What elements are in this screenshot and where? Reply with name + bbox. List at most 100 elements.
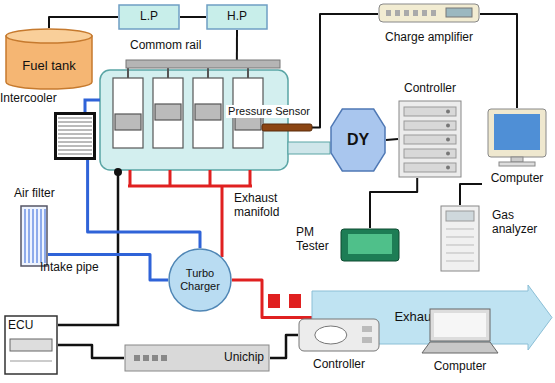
controller-button (362, 326, 372, 332)
unichip-led (152, 355, 158, 361)
node-label: ECU (8, 319, 33, 333)
amplifier-knob (413, 10, 418, 16)
injector (207, 68, 209, 78)
monitor-stand (511, 157, 523, 162)
filter-pleat (37, 209, 38, 263)
connector-line (180, 16, 206, 18)
node-label: Computer (410, 360, 510, 374)
filter-pleat (29, 209, 30, 263)
controller-dial (315, 326, 347, 344)
ecu-box: ECU (4, 315, 58, 375)
cooler-fin (58, 138, 92, 139)
module-knob (446, 110, 450, 114)
intercooler: Intercooler (54, 112, 96, 160)
analyzer-vent (446, 245, 474, 246)
node-label: Unichip (224, 351, 264, 365)
pump-box: H.P (206, 4, 268, 30)
turbo-outline (169, 249, 231, 311)
cooler-fin (58, 154, 92, 155)
amplifier-display (446, 8, 472, 17)
rail-bar (126, 60, 280, 68)
controller-case (299, 319, 379, 351)
filter-frame (21, 206, 47, 266)
cabinet-module (404, 149, 456, 158)
monitor-case (488, 109, 546, 157)
ecu-case (5, 316, 57, 374)
cooler-fin (58, 142, 92, 143)
connector-line (480, 14, 517, 108)
tank-body (6, 36, 92, 89)
analyzer-vent (446, 261, 474, 262)
cooler-fin (58, 118, 92, 119)
node-label: Charge amplifier (385, 31, 473, 45)
gas-analyzer: Gas analyzer (440, 205, 480, 272)
node-label: Intercooler (0, 92, 57, 106)
node-shape (126, 60, 280, 68)
pm-face (348, 234, 392, 254)
node-label: Controller (378, 82, 482, 96)
cooler-fin (58, 134, 92, 135)
cooler-fin (58, 126, 92, 127)
filter-pleat (33, 209, 34, 263)
pipe-joint (289, 294, 301, 308)
laptop-lid (430, 309, 490, 341)
box-outline (207, 5, 267, 29)
connector-line (58, 345, 124, 358)
connector-line (88, 160, 200, 248)
engine-block (100, 70, 288, 170)
pipe-joint (268, 294, 280, 308)
analyzer-vent (446, 253, 474, 254)
node-shape (54, 112, 96, 160)
intake-pipe (85, 100, 100, 112)
unichip-box: Unichip (124, 344, 270, 372)
node-shape (20, 205, 48, 267)
connector-line (270, 335, 298, 358)
tank-top (6, 29, 92, 43)
cabinet-module (404, 121, 456, 130)
cylinder (193, 78, 223, 148)
analyzer-display (446, 211, 474, 221)
analyzer-case (441, 206, 479, 271)
turbo-charger: Turbo Charger (168, 248, 232, 312)
cylinder (153, 78, 183, 148)
injector (167, 68, 169, 78)
box-outline (119, 5, 179, 29)
sensor-dot (114, 168, 122, 176)
node-shape (398, 100, 462, 178)
part-label: Exhaust manifold (234, 192, 298, 220)
node-label: Computer (491, 172, 544, 186)
pm-tester: PM Tester (340, 228, 400, 262)
node-label: Controller (298, 358, 380, 372)
unichip-led (134, 355, 140, 361)
air-filter: Air filter (20, 205, 48, 267)
node-shape (262, 124, 312, 131)
laptop-screen (434, 313, 486, 337)
cabinet-module (404, 135, 456, 144)
cylinder (113, 78, 143, 148)
node-shape (340, 228, 400, 262)
node-label: H.P (227, 10, 247, 24)
laptop-base (422, 342, 498, 353)
common-rail: Commom rail (126, 60, 280, 68)
analyzer-vent (446, 229, 474, 230)
module-knob (446, 124, 450, 128)
amplifier-knob (422, 10, 427, 16)
unichip-led (143, 355, 149, 361)
pressure-sensor: Pressure Sensor (262, 124, 312, 131)
unichip-led (161, 355, 167, 361)
cabinet (399, 101, 461, 177)
connector-line (49, 17, 118, 28)
amplifier-knob (386, 10, 391, 16)
exhaust-manifold-pipe (128, 170, 252, 257)
piston (115, 114, 141, 130)
connector-line (232, 280, 312, 318)
node-label: Fuel tank (22, 59, 75, 74)
controller-cabinet: Controller (398, 100, 462, 178)
pump-box: L.P (118, 4, 180, 30)
injector (127, 68, 129, 78)
controller-box: Controller (298, 318, 380, 352)
connector-line (460, 184, 482, 205)
node-shape (420, 308, 500, 354)
dynamometer: DY (330, 108, 386, 172)
